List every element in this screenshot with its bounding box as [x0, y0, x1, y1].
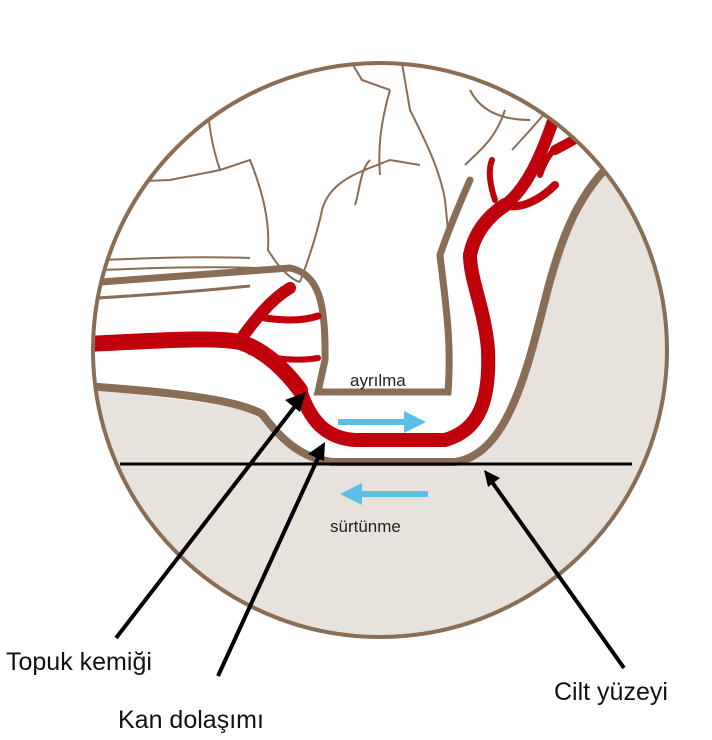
label-heel-bone: Topuk kemiği — [6, 648, 152, 676]
label-skin-surface: Cilt yüzeyi — [554, 678, 668, 706]
label-friction: sürtünme — [330, 517, 401, 536]
label-separation: ayrılma — [350, 371, 406, 390]
label-blood-circulation: Kan dolaşımı — [118, 706, 264, 734]
